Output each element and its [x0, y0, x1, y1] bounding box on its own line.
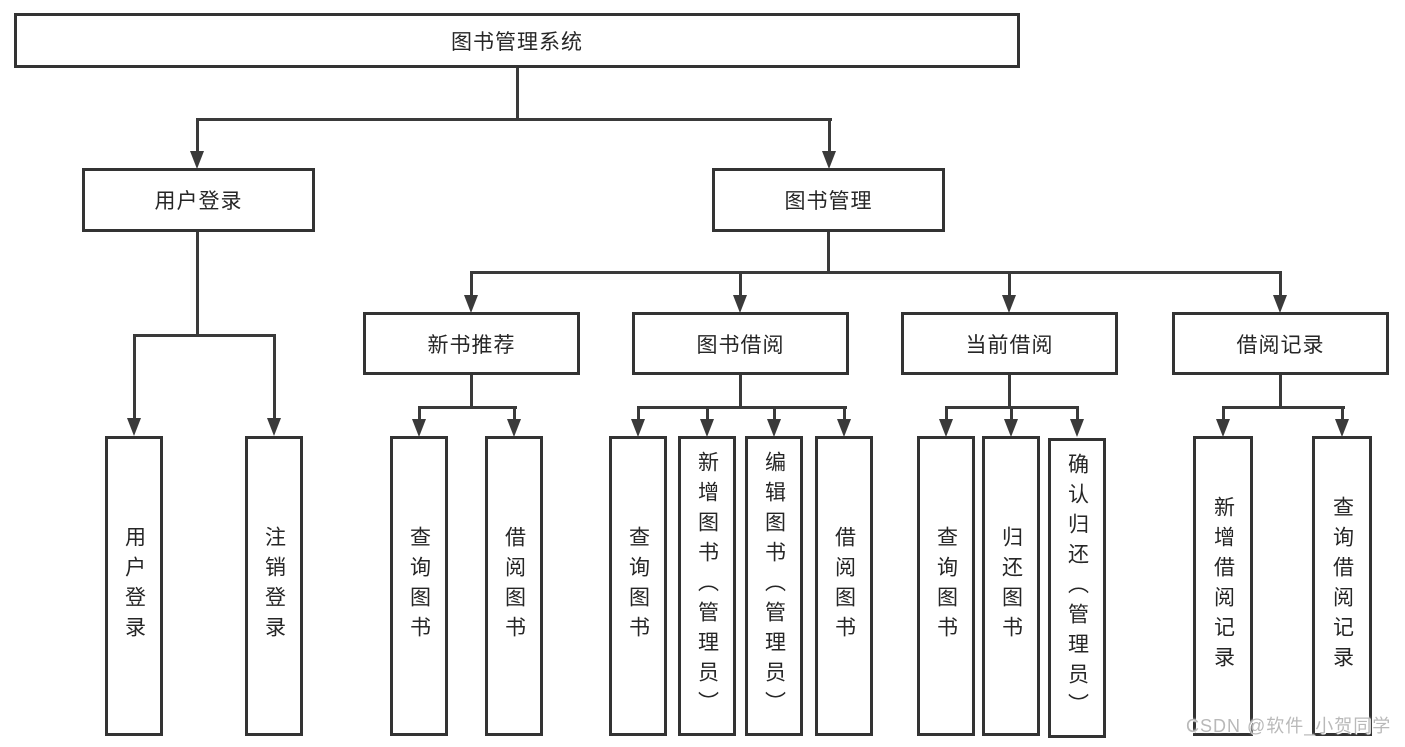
connector-line	[706, 406, 709, 420]
connector-line	[1222, 406, 1225, 420]
node-label: 编辑图书（管理员）	[762, 451, 786, 721]
node-confirm-return-admin-leaf: 确认归还（管理员）	[1048, 438, 1106, 738]
node-label: 借阅记录	[1236, 333, 1325, 357]
node-label: 查询图书	[407, 526, 431, 646]
node-label: 用户登录	[154, 190, 243, 213]
connector-line	[773, 406, 776, 420]
arrow-down-icon	[464, 295, 478, 313]
arrow-down-icon	[733, 295, 747, 313]
node-label: 借阅图书	[832, 526, 856, 646]
node-user-login-leaf: 用户登录	[105, 436, 163, 736]
arrow-down-icon	[1216, 419, 1230, 437]
node-query-book-leaf: 查询图书	[390, 436, 448, 736]
node-label: 借阅图书	[502, 526, 526, 646]
arrow-down-icon	[1335, 419, 1349, 437]
arrow-down-icon	[767, 419, 781, 437]
node-label: 当前借阅	[965, 333, 1054, 357]
node-label: 注销登录	[262, 526, 286, 646]
arrow-down-icon	[631, 419, 645, 437]
connector-line	[1076, 406, 1079, 420]
connector-line	[196, 118, 199, 152]
node-label: 查询图书	[626, 526, 650, 646]
arrow-down-icon	[412, 419, 426, 437]
node-query-book-leaf: 查询图书	[917, 436, 975, 736]
connector-line	[196, 118, 832, 121]
arrow-down-icon	[507, 419, 521, 437]
node-label: 新增借阅记录	[1211, 496, 1235, 676]
node-query-borrow-record-leaf: 查询借阅记录	[1312, 436, 1372, 736]
node-borrow-record: 借阅记录	[1172, 312, 1389, 375]
node-logout-leaf: 注销登录	[245, 436, 303, 736]
node-label: 确认归还（管理员）	[1065, 453, 1089, 723]
node-current-borrow: 当前借阅	[901, 312, 1118, 375]
connector-line	[1341, 406, 1344, 420]
csdn-watermark: CSDN @软件_小贺同学	[1186, 716, 1392, 736]
connector-line	[196, 232, 199, 335]
node-label: 查询图书	[934, 526, 958, 646]
connector-line	[739, 271, 742, 297]
node-label: 查询借阅记录	[1330, 496, 1354, 676]
node-root: 图书管理系统	[14, 13, 1020, 68]
connector-line	[133, 334, 276, 337]
node-label: 图书借阅	[696, 333, 785, 357]
arrow-down-icon	[700, 419, 714, 437]
arrow-down-icon	[939, 419, 953, 437]
arrow-down-icon	[267, 418, 281, 436]
connector-line	[513, 406, 516, 420]
connector-line	[1279, 271, 1282, 297]
connector-line	[470, 374, 473, 408]
arrow-down-icon	[190, 151, 204, 169]
node-edit-book-admin-leaf: 编辑图书（管理员）	[745, 436, 803, 736]
connector-line	[1222, 406, 1345, 409]
node-book-borrow: 图书借阅	[632, 312, 849, 375]
node-label: 用户登录	[122, 526, 146, 646]
connector-line	[637, 406, 640, 420]
arrow-down-icon	[822, 151, 836, 169]
node-label: 图书管理	[784, 190, 873, 213]
node-new-book-recommend: 新书推荐	[363, 312, 580, 375]
connector-line	[418, 406, 421, 420]
connector-line	[516, 68, 519, 119]
connector-line	[1008, 374, 1011, 408]
arrow-down-icon	[837, 419, 851, 437]
node-label: 归还图书	[999, 526, 1023, 646]
connector-line	[637, 406, 847, 409]
connector-line	[418, 406, 517, 409]
node-add-book-admin-leaf: 新增图书（管理员）	[678, 436, 736, 736]
connector-line	[470, 271, 473, 297]
connector-line	[739, 374, 742, 408]
node-add-borrow-record-leaf: 新增借阅记录	[1193, 436, 1253, 736]
node-user-login: 用户登录	[82, 168, 315, 232]
node-borrow-book-leaf: 借阅图书	[485, 436, 543, 736]
connector-line	[1008, 271, 1011, 297]
node-return-book-leaf: 归还图书	[982, 436, 1040, 736]
node-query-book-leaf: 查询图书	[609, 436, 667, 736]
connector-line	[1010, 406, 1013, 420]
arrow-down-icon	[1070, 419, 1084, 437]
arrow-down-icon	[1002, 295, 1016, 313]
node-borrow-book-leaf: 借阅图书	[815, 436, 873, 736]
node-label: 新增图书（管理员）	[695, 451, 719, 721]
node-book-management: 图书管理	[712, 168, 945, 232]
connector-line	[133, 334, 136, 419]
connector-line	[827, 232, 830, 272]
node-label: 新书推荐	[427, 333, 516, 357]
connector-line	[470, 271, 1282, 274]
connector-line	[828, 118, 831, 152]
arrow-down-icon	[1004, 419, 1018, 437]
connector-line	[1279, 374, 1282, 408]
arrow-down-icon	[1273, 295, 1287, 313]
connector-line	[843, 406, 846, 420]
arrow-down-icon	[127, 418, 141, 436]
node-root-label: 图书管理系统	[451, 30, 583, 54]
connector-line	[273, 334, 276, 419]
connector-line	[945, 406, 948, 420]
